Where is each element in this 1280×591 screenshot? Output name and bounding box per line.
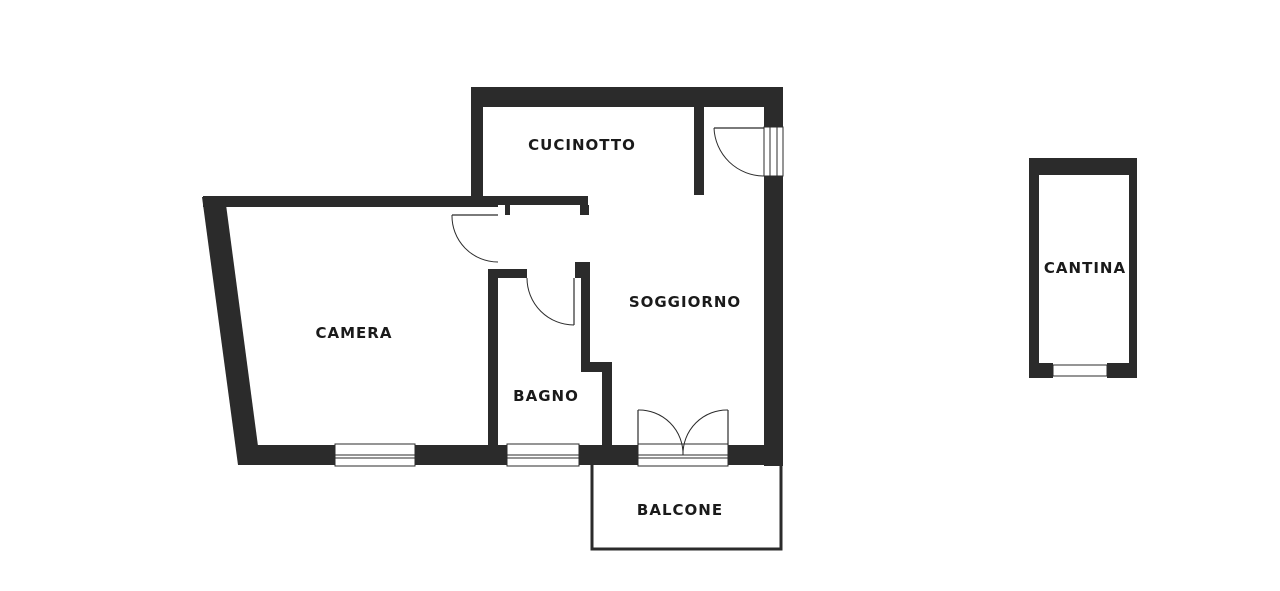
wall-bagno-top-a bbox=[488, 269, 527, 278]
label-cantina: CANTINA bbox=[1044, 259, 1126, 277]
wall-camera-bagno bbox=[488, 269, 498, 447]
label-soggiorno: SOGGIORNO bbox=[629, 293, 741, 311]
wall-bottom-right bbox=[728, 445, 783, 465]
wall-right-upper bbox=[764, 87, 783, 127]
bagno-door-swing bbox=[526, 277, 575, 326]
wall-right-lower bbox=[764, 176, 783, 466]
wall-bagno-step bbox=[581, 362, 612, 372]
wall-kitchen-left bbox=[471, 87, 483, 199]
entrance-frame bbox=[763, 126, 784, 177]
label-balcone: BALCONE bbox=[637, 501, 723, 519]
cantina-left bbox=[1029, 158, 1039, 378]
camera-door-swing bbox=[451, 214, 499, 263]
balcone-border bbox=[590, 463, 783, 551]
wall-corridor-top-c bbox=[580, 205, 589, 215]
balcony-door-left-swing bbox=[637, 409, 684, 456]
label-camera: CAMERA bbox=[316, 324, 393, 342]
wall-corridor-top-b bbox=[505, 205, 510, 215]
doors bbox=[451, 127, 765, 456]
wall-corridor-top-a bbox=[498, 196, 588, 205]
wall-bagno-right-lower bbox=[602, 362, 612, 447]
interior-walls bbox=[488, 107, 704, 447]
cantina-top bbox=[1029, 158, 1137, 175]
entrance-door-swing bbox=[713, 127, 765, 177]
wall-top bbox=[471, 87, 783, 107]
room-labels: CUCINOTTO CAMERA SOGGIORNO BAGNO BALCONE… bbox=[316, 136, 1126, 519]
cantina-walls bbox=[1029, 158, 1137, 378]
cantina-window bbox=[1052, 364, 1108, 377]
cantina-bottom-left bbox=[1029, 363, 1053, 378]
balcony-door-right-swing bbox=[682, 409, 729, 456]
balcone-outline bbox=[590, 463, 783, 551]
wall-camera-left bbox=[202, 197, 258, 465]
cantina-right bbox=[1129, 158, 1137, 378]
label-bagno: BAGNO bbox=[513, 387, 579, 405]
wall-bagno-right-upper bbox=[581, 262, 590, 364]
label-cucinotto: CUCINOTTO bbox=[528, 136, 636, 154]
wall-camera-top bbox=[203, 196, 498, 207]
cantina-bottom-right bbox=[1107, 363, 1137, 378]
wall-kitchen-partition bbox=[694, 107, 704, 195]
